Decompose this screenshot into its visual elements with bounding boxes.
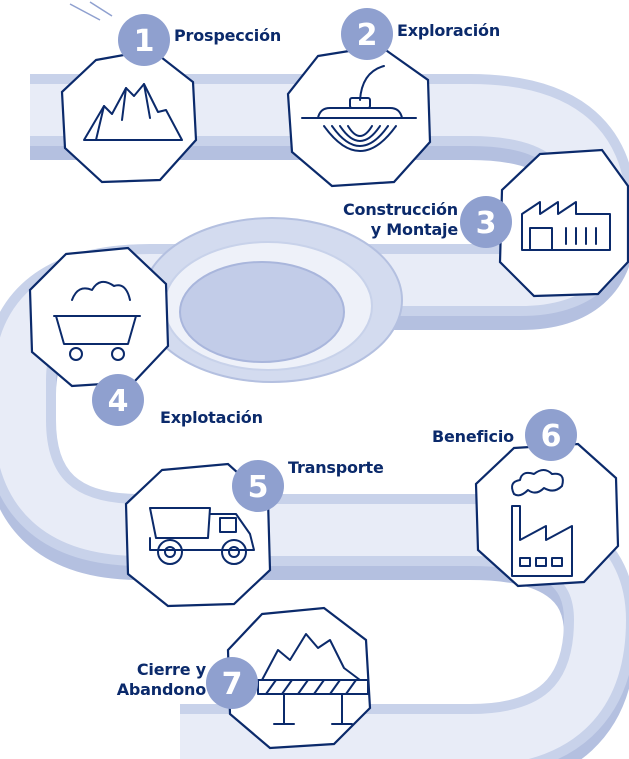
stage-4-node: 4	[28, 246, 170, 426]
stage-3-octagon	[498, 148, 629, 298]
stage-5-number: 5	[248, 470, 269, 505]
stage-2-number: 2	[357, 18, 378, 53]
decorative-lines	[69, 1, 113, 21]
stage-7-badge	[206, 657, 258, 709]
stage-6-number: 6	[541, 419, 562, 454]
stage-7-node: 7	[206, 606, 372, 750]
geophysics-sensor-icon	[301, 65, 417, 152]
stage-5-node: 5	[124, 460, 284, 608]
stage-2-badge	[341, 8, 393, 60]
stage-1-octagon	[60, 48, 198, 184]
stage-6-label: Beneficio	[432, 427, 514, 446]
open-pit	[141, 217, 403, 383]
stage-4-number: 4	[108, 384, 129, 419]
stage-2-octagon	[286, 44, 432, 188]
stage-3-label: Construcción y Montaje	[342, 200, 458, 239]
stage-7-label: Cierre y Abandono	[116, 660, 206, 699]
stage-3-node: 3	[460, 148, 629, 298]
stage-6-badge	[525, 409, 577, 461]
stage-2-label: Exploración	[397, 21, 501, 40]
mountain-icon	[83, 83, 183, 141]
stage-6-node: 6	[474, 409, 620, 588]
factory-icon	[521, 201, 611, 251]
stage-4-label: Explotación	[160, 408, 263, 427]
processing-plant-icon	[511, 469, 573, 577]
mine-cart-icon	[53, 280, 141, 361]
rehabilitated-terrain-icon	[257, 633, 369, 725]
stage-3-number: 3	[476, 206, 497, 241]
stage-5-label: Transporte	[288, 458, 384, 477]
stage-4-badge	[92, 374, 144, 426]
stage-3-badge	[460, 196, 512, 248]
stage-5-badge	[232, 460, 284, 512]
stage-7-number: 7	[222, 667, 243, 702]
stage-1-badge	[118, 14, 170, 66]
dump-truck-icon	[149, 507, 255, 565]
stage-1-node: 1	[60, 14, 198, 184]
stage-1-number: 1	[134, 24, 155, 59]
stage-2-node: 2	[286, 8, 432, 188]
stage-1-label: Prospección	[174, 26, 282, 45]
